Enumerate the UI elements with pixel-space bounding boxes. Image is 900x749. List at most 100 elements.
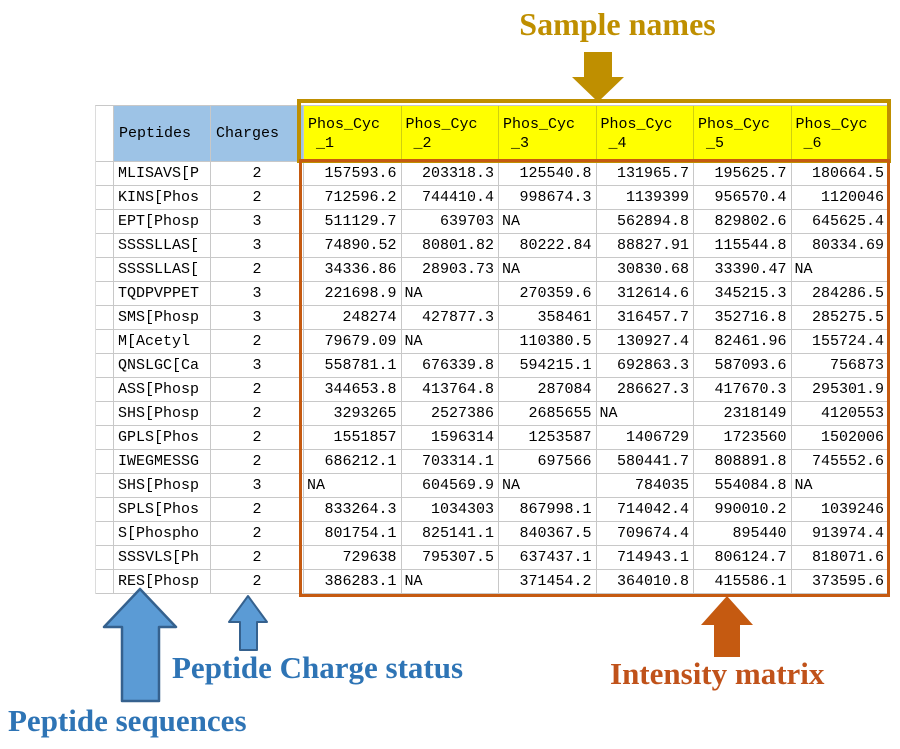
intensity-cell[interactable]: 1253587 [499, 426, 597, 450]
charge-cell[interactable]: 2 [211, 378, 304, 402]
intensity-cell[interactable]: 248274 [304, 306, 402, 330]
charge-cell[interactable]: 2 [211, 186, 304, 210]
intensity-cell[interactable]: 714943.1 [596, 546, 694, 570]
intensity-cell[interactable]: 180664.5 [791, 162, 889, 186]
intensity-cell[interactable]: 285275.5 [791, 306, 889, 330]
intensity-cell[interactable]: 745552.6 [791, 450, 889, 474]
intensity-cell[interactable]: 1406729 [596, 426, 694, 450]
peptide-cell[interactable]: SHS[Phosp [114, 402, 211, 426]
intensity-cell[interactable]: 352716.8 [694, 306, 792, 330]
sample-column-header-5[interactable]: Phos_Cyc_5 [694, 106, 792, 162]
intensity-cell[interactable]: 594215.1 [499, 354, 597, 378]
intensity-cell[interactable]: 829802.6 [694, 210, 792, 234]
intensity-cell[interactable]: 697566 [499, 450, 597, 474]
peptide-cell[interactable]: EPT[Phosp [114, 210, 211, 234]
charge-cell[interactable]: 3 [211, 282, 304, 306]
intensity-cell[interactable]: 82461.96 [694, 330, 792, 354]
charge-cell[interactable]: 2 [211, 426, 304, 450]
intensity-cell[interactable]: 2318149 [694, 402, 792, 426]
intensity-cell[interactable]: NA [304, 474, 402, 498]
intensity-cell[interactable]: 756873 [791, 354, 889, 378]
intensity-cell[interactable]: 386283.1 [304, 570, 402, 594]
intensity-cell[interactable]: 270359.6 [499, 282, 597, 306]
intensity-cell[interactable]: 956570.4 [694, 186, 792, 210]
intensity-cell[interactable]: 562894.8 [596, 210, 694, 234]
intensity-cell[interactable]: 729638 [304, 546, 402, 570]
intensity-cell[interactable]: 4120553 [791, 402, 889, 426]
charge-cell[interactable]: 2 [211, 258, 304, 282]
sample-column-header-4[interactable]: Phos_Cyc_4 [596, 106, 694, 162]
intensity-cell[interactable]: 80801.82 [401, 234, 499, 258]
intensity-cell[interactable]: 34336.86 [304, 258, 402, 282]
intensity-cell[interactable]: 703314.1 [401, 450, 499, 474]
intensity-cell[interactable]: 784035 [596, 474, 694, 498]
intensity-cell[interactable]: 1034303 [401, 498, 499, 522]
intensity-cell[interactable]: 676339.8 [401, 354, 499, 378]
intensity-cell[interactable]: NA [596, 402, 694, 426]
intensity-cell[interactable]: 345215.3 [694, 282, 792, 306]
intensity-cell[interactable]: 316457.7 [596, 306, 694, 330]
intensity-cell[interactable]: 795307.5 [401, 546, 499, 570]
intensity-cell[interactable]: 1502006 [791, 426, 889, 450]
sample-column-header-3[interactable]: Phos_Cyc_3 [499, 106, 597, 162]
intensity-cell[interactable]: 554084.8 [694, 474, 792, 498]
intensity-cell[interactable]: 895440 [694, 522, 792, 546]
intensity-cell[interactable]: 913974.4 [791, 522, 889, 546]
intensity-cell[interactable]: 990010.2 [694, 498, 792, 522]
intensity-cell[interactable]: 364010.8 [596, 570, 694, 594]
charge-cell[interactable]: 3 [211, 306, 304, 330]
charge-cell[interactable]: 3 [211, 354, 304, 378]
intensity-cell[interactable]: 1723560 [694, 426, 792, 450]
peptides-column-header[interactable]: Peptides [114, 106, 211, 162]
peptide-cell[interactable]: IWEGMESSG [114, 450, 211, 474]
intensity-cell[interactable]: 130927.4 [596, 330, 694, 354]
intensity-cell[interactable]: 80334.69 [791, 234, 889, 258]
intensity-cell[interactable]: 692863.3 [596, 354, 694, 378]
intensity-cell[interactable]: 1596314 [401, 426, 499, 450]
intensity-cell[interactable]: 2685655 [499, 402, 597, 426]
intensity-cell[interactable]: 714042.4 [596, 498, 694, 522]
peptide-cell[interactable]: SMS[Phosp [114, 306, 211, 330]
intensity-cell[interactable]: 358461 [499, 306, 597, 330]
charge-cell[interactable]: 2 [211, 162, 304, 186]
intensity-cell[interactable]: 287084 [499, 378, 597, 402]
peptide-cell[interactable]: SSSSLLAS[ [114, 234, 211, 258]
intensity-cell[interactable]: NA [499, 210, 597, 234]
peptide-cell[interactable]: ASS[Phosp [114, 378, 211, 402]
charge-cell[interactable]: 2 [211, 570, 304, 594]
intensity-cell[interactable]: 295301.9 [791, 378, 889, 402]
intensity-cell[interactable]: 998674.3 [499, 186, 597, 210]
intensity-cell[interactable]: 818071.6 [791, 546, 889, 570]
peptide-cell[interactable]: SSSSLLAS[ [114, 258, 211, 282]
intensity-cell[interactable]: 2527386 [401, 402, 499, 426]
charge-cell[interactable]: 2 [211, 498, 304, 522]
intensity-cell[interactable]: 415586.1 [694, 570, 792, 594]
intensity-cell[interactable]: 808891.8 [694, 450, 792, 474]
intensity-cell[interactable]: 155724.4 [791, 330, 889, 354]
intensity-cell[interactable]: 686212.1 [304, 450, 402, 474]
intensity-cell[interactable]: 413764.8 [401, 378, 499, 402]
peptide-cell[interactable]: SSSVLS[Ph [114, 546, 211, 570]
intensity-cell[interactable]: 203318.3 [401, 162, 499, 186]
peptide-cell[interactable]: M[Acetyl [114, 330, 211, 354]
intensity-cell[interactable]: 825141.1 [401, 522, 499, 546]
peptide-cell[interactable]: MLISAVS[P [114, 162, 211, 186]
intensity-cell[interactable]: 645625.4 [791, 210, 889, 234]
intensity-cell[interactable]: 639703 [401, 210, 499, 234]
intensity-cell[interactable]: NA [791, 474, 889, 498]
intensity-cell[interactable]: 587093.6 [694, 354, 792, 378]
intensity-cell[interactable]: 195625.7 [694, 162, 792, 186]
intensity-cell[interactable]: 344653.8 [304, 378, 402, 402]
charge-cell[interactable]: 2 [211, 402, 304, 426]
sample-column-header-2[interactable]: Phos_Cyc_2 [401, 106, 499, 162]
intensity-cell[interactable]: 373595.6 [791, 570, 889, 594]
charge-cell[interactable]: 2 [211, 330, 304, 354]
peptide-cell[interactable]: GPLS[Phos [114, 426, 211, 450]
intensity-cell[interactable]: 712596.2 [304, 186, 402, 210]
intensity-cell[interactable]: 744410.4 [401, 186, 499, 210]
intensity-cell[interactable]: 1551857 [304, 426, 402, 450]
intensity-cell[interactable]: NA [791, 258, 889, 282]
intensity-cell[interactable]: 110380.5 [499, 330, 597, 354]
intensity-cell[interactable]: 709674.4 [596, 522, 694, 546]
intensity-cell[interactable]: 284286.5 [791, 282, 889, 306]
